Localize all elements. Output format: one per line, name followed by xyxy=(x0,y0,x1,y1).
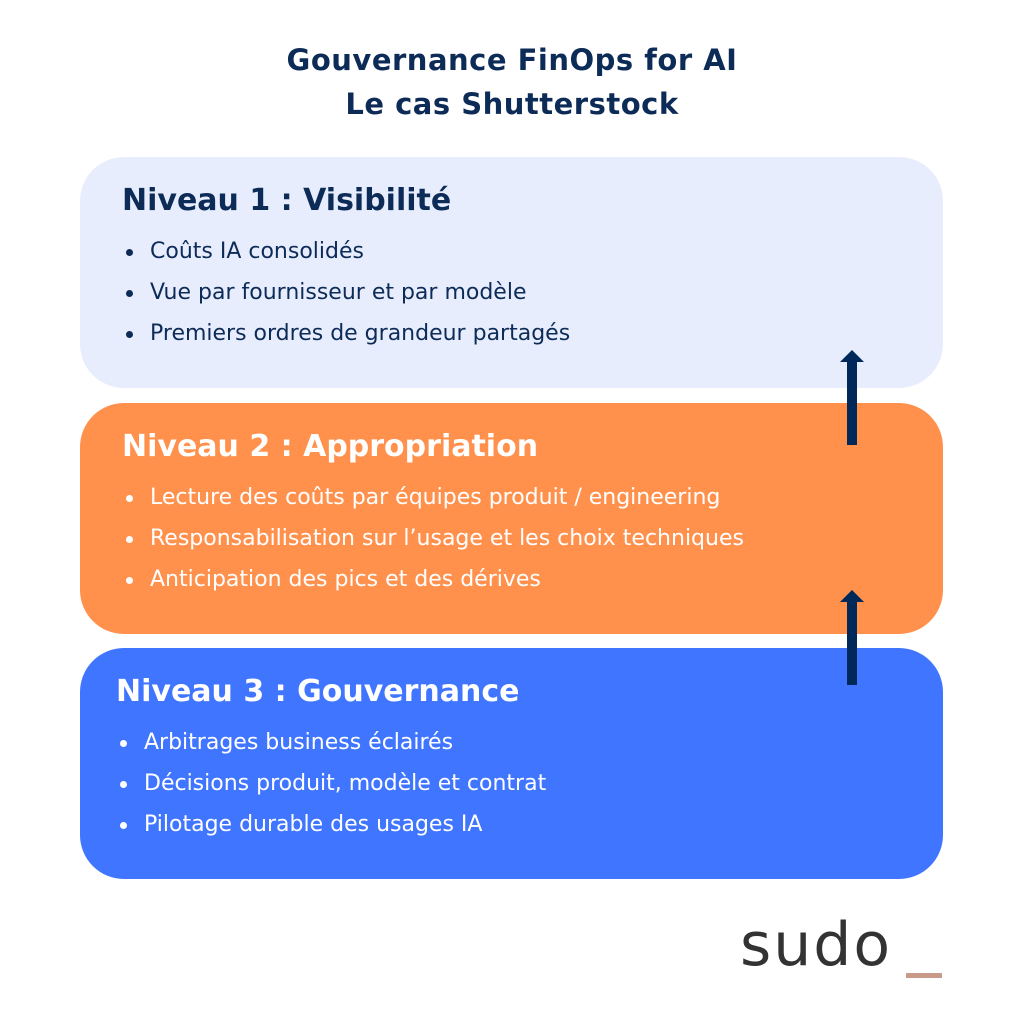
level-1-heading: Niveau 1 : Visibilité xyxy=(122,183,452,218)
level-2-box: Niveau 2 : Appropriation Lecture des coû… xyxy=(80,403,943,634)
logo-underscore xyxy=(906,973,942,978)
title-line-1: Gouvernance FinOps for AI xyxy=(286,43,738,77)
level-2-heading: Niveau 2 : Appropriation xyxy=(122,429,539,464)
arrow-up-icon xyxy=(840,590,864,685)
level-3-list: Arbitrages business éclairés Décisions p… xyxy=(116,722,943,845)
arrow-up-icon xyxy=(840,350,864,445)
diagram-title: Gouvernance FinOps for AI Le cas Shutter… xyxy=(0,38,1024,126)
level-3-box: Niveau 3 : Gouvernance Arbitrages busine… xyxy=(80,648,943,879)
list-item: Vue par fournisseur et par modèle xyxy=(126,272,943,313)
level-2-list: Lecture des coûts par équipes produit / … xyxy=(122,477,943,600)
list-item: Anticipation des pics et des dérives xyxy=(126,559,943,600)
list-item: Décisions produit, modèle et contrat xyxy=(120,763,943,804)
level-3-heading: Niveau 3 : Gouvernance xyxy=(116,674,520,709)
list-item: Premiers ordres de grandeur partagés xyxy=(126,313,943,354)
list-item: Responsabilisation sur l’usage et les ch… xyxy=(126,518,943,559)
sudo-logo: sudo xyxy=(740,910,893,980)
title-line-2: Le cas Shutterstock xyxy=(345,87,679,121)
level-1-list: Coûts IA consolidés Vue par fournisseur … xyxy=(122,231,943,354)
list-item: Pilotage durable des usages IA xyxy=(120,804,943,845)
list-item: Lecture des coûts par équipes produit / … xyxy=(126,477,943,518)
list-item: Arbitrages business éclairés xyxy=(120,722,943,763)
level-1-box: Niveau 1 : Visibilité Coûts IA consolidé… xyxy=(80,157,943,388)
list-item: Coûts IA consolidés xyxy=(126,231,943,272)
